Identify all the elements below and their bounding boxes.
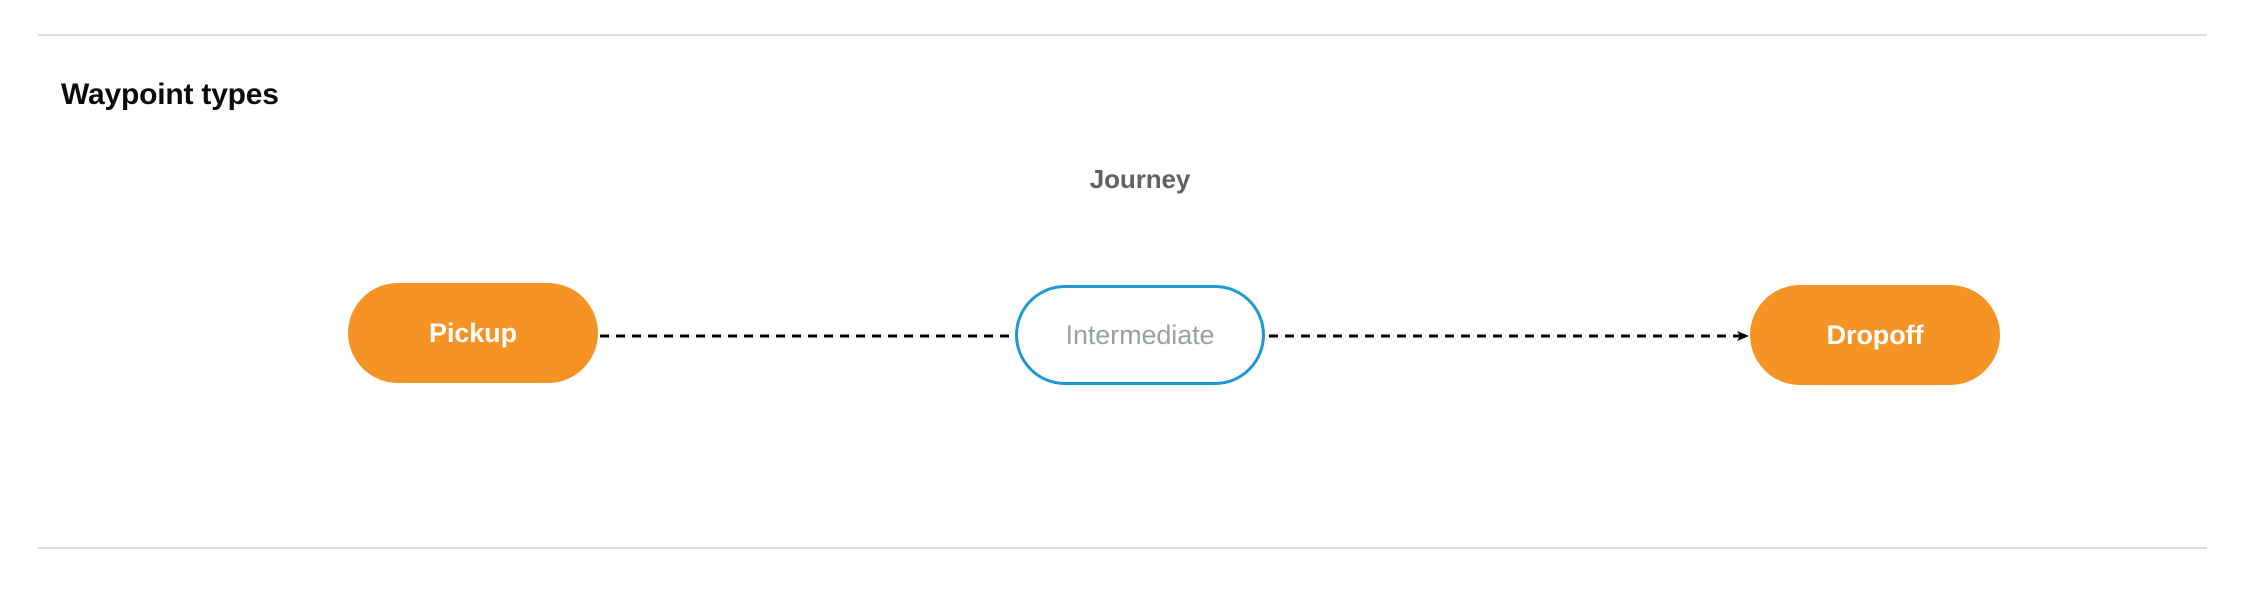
node-intermediate-label: Intermediate (1065, 319, 1215, 350)
divider-bottom (38, 547, 2207, 549)
node-dropoff-label: Dropoff (1826, 319, 1924, 350)
diagram-connectors (600, 331, 1749, 341)
node-pickup-label: Pickup (429, 317, 517, 348)
node-pickup[interactable]: Pickup (348, 283, 598, 383)
page-title: Waypoint types (61, 78, 279, 111)
cluster-label-journey: Journey (1089, 164, 1191, 194)
node-dropoff[interactable]: Dropoff (1750, 285, 2000, 385)
waypoint-flow-diagram: Journey Pickup Intermediate Dropoff (0, 100, 2245, 520)
divider-top (38, 34, 2207, 36)
node-intermediate[interactable]: Intermediate (1015, 285, 1265, 385)
